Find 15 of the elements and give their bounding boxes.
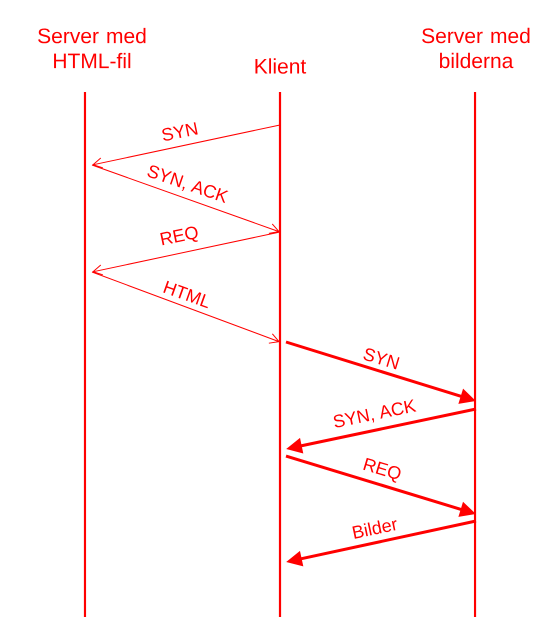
- edge-label: SYN: [360, 346, 402, 372]
- arrow: [92, 124, 280, 168]
- edge-label: REQ: [158, 224, 202, 250]
- edge-label: Bilder: [350, 516, 400, 540]
- lifeline-label: Server med bilderna: [422, 28, 530, 68]
- edge-label: HTML: [160, 279, 214, 310]
- edge-label: REQ: [360, 456, 404, 485]
- lifeline-label: Klient: [255, 58, 306, 74]
- lifeline-label: Server med HTML-fil: [38, 28, 146, 68]
- arrow: [92, 232, 280, 276]
- arrow: [92, 272, 280, 344]
- arrow: [92, 164, 280, 234]
- edge-label: SYN, ACK: [144, 162, 231, 207]
- edge-label: SYN, ACK: [330, 398, 418, 432]
- edge-label: SYN: [159, 120, 200, 143]
